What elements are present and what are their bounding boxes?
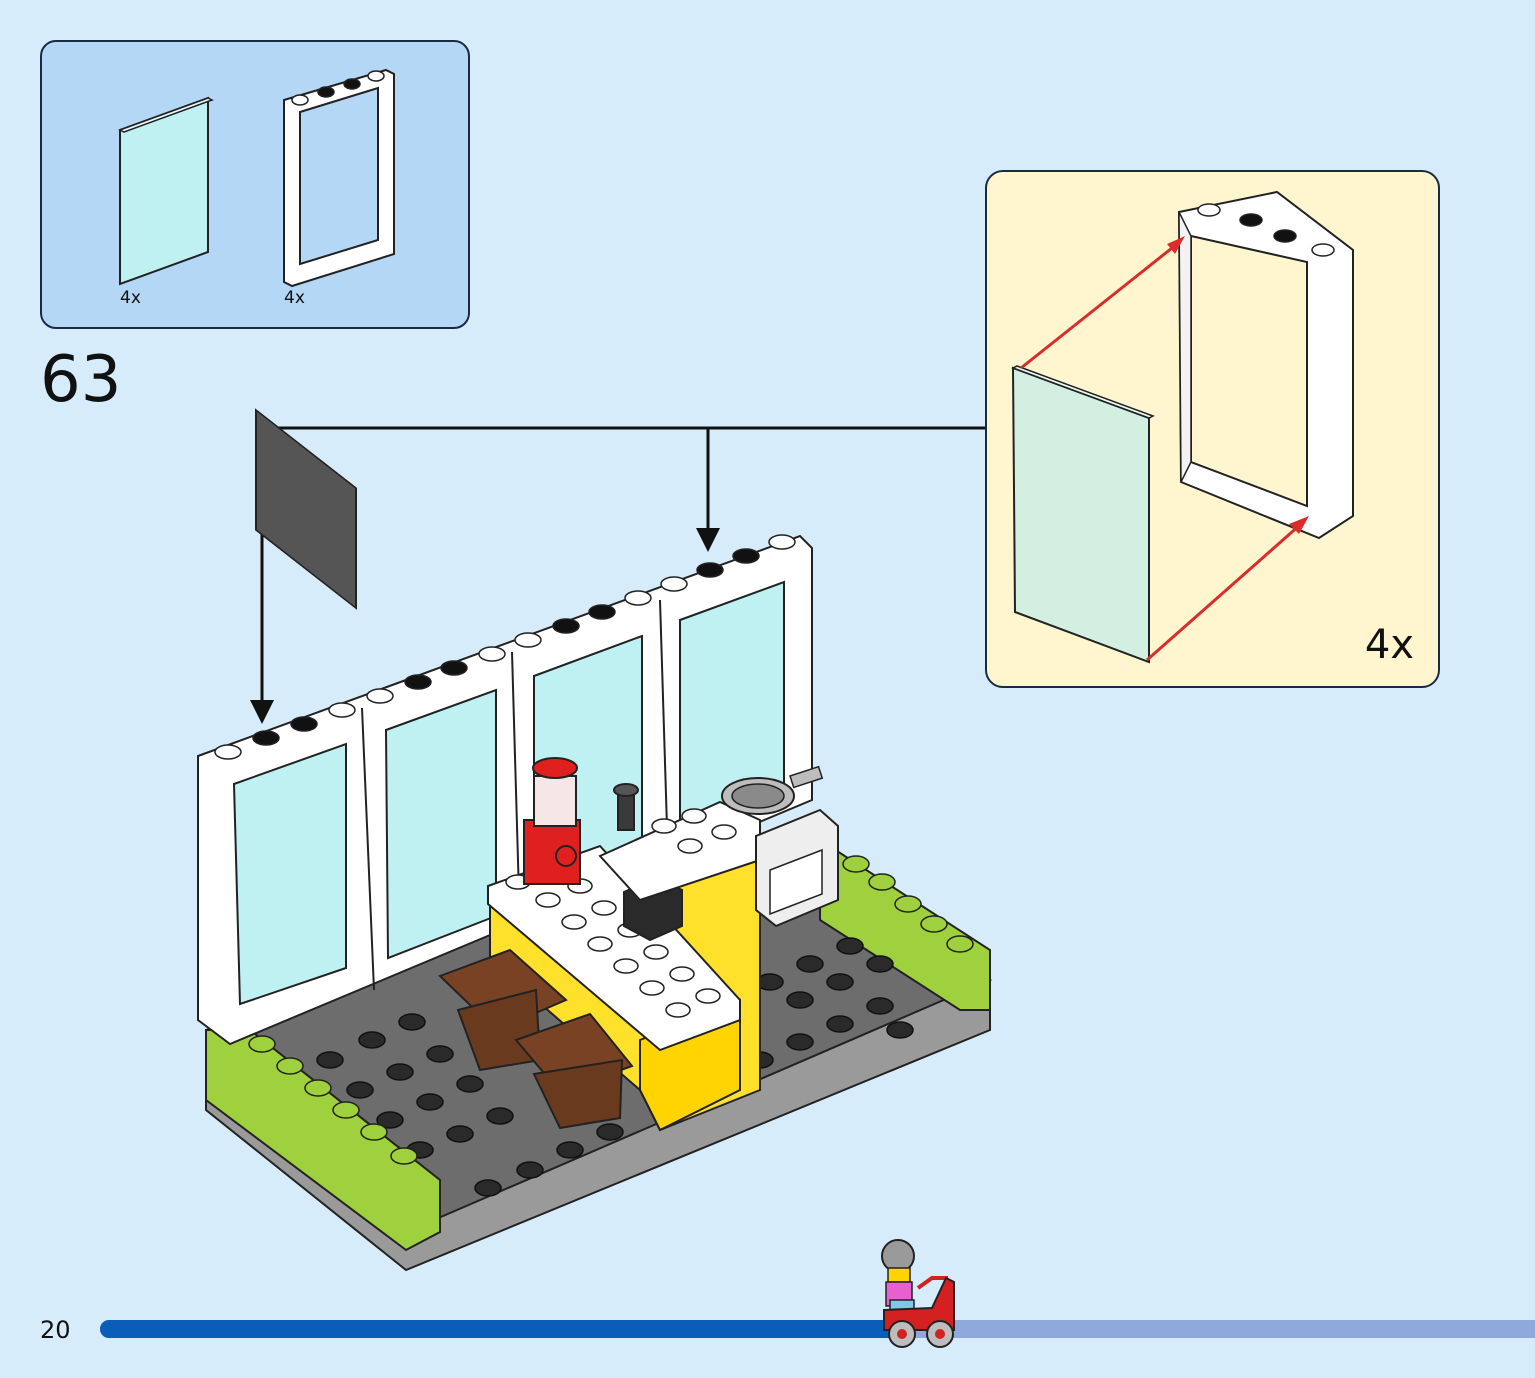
progress-bar-fill — [100, 1320, 890, 1338]
callout-assembly-diagram — [1011, 190, 1354, 664]
parts-list-box: 4x 4x — [40, 40, 470, 329]
sub-assembly-callout: 4x — [985, 170, 1440, 688]
minifigure-scooter-icon — [881, 1239, 955, 1348]
step-number: 63 — [40, 343, 122, 417]
progress-bar — [100, 1320, 1535, 1338]
glass-panel-part — [118, 96, 214, 286]
page-number: 20 — [40, 1316, 71, 1344]
glass-panel-qty: 4x — [120, 288, 141, 308]
window-frame-qty: 4x — [284, 288, 305, 308]
callout-qty: 4x — [1364, 622, 1414, 668]
window-frame-part — [283, 68, 395, 288]
